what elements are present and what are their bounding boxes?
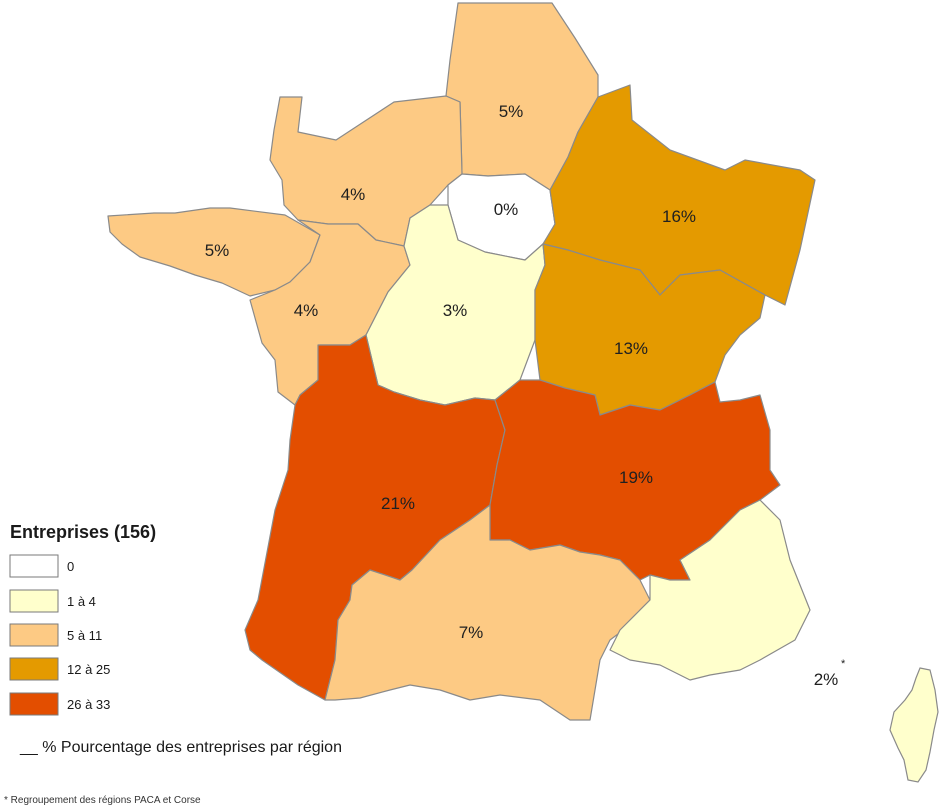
legend-label-1: 1 à 4 (67, 594, 96, 609)
legend-label-0: 0 (67, 559, 74, 574)
label-nouvelle-aquitaine: 21% (381, 494, 415, 513)
legend-title: Entreprises (156) (10, 522, 156, 542)
legend-swatch-2 (9, 623, 59, 647)
label-bourgogne-franche-comte: 13% (614, 339, 648, 358)
label-hauts-de-france: 5% (499, 102, 524, 121)
legend-swatch-4 (9, 692, 59, 716)
legend-label-2: 5 à 11 (67, 628, 102, 643)
region-occitanie[interactable] (324, 504, 651, 721)
label-occitanie: 7% (459, 623, 484, 642)
label-pays-de-la-loire: 4% (294, 301, 319, 320)
label-grand-est: 16% (662, 207, 696, 226)
label-auvergne-rhone-alpes: 19% (619, 468, 653, 487)
legend-label-4: 26 à 33 (67, 697, 110, 712)
legend-swatch-3 (9, 657, 59, 681)
label-normandie: 4% (341, 185, 366, 204)
corsica-island (889, 667, 939, 783)
label-paca-corse-asterisk: * (841, 658, 846, 670)
legend-label-3: 12 à 25 (67, 662, 110, 677)
legend-swatch-0 (9, 554, 59, 578)
region-paca-corse[interactable] (609, 499, 811, 681)
label-ile-de-france: 0% (494, 200, 519, 219)
region-labels: 5% 4% 0% 16% 5% 4% 3% 13% 21% 19% 7% 2% … (205, 102, 846, 689)
label-centre-val-de-loire: 3% (443, 301, 468, 320)
legend-swatch-1 (9, 589, 59, 613)
footnote: * Regroupement des régions PACA et Corse (4, 795, 201, 806)
regions-layer (107, 2, 816, 721)
label-bretagne: 5% (205, 241, 230, 260)
legend: Entreprises (156) 0 1 à 4 5 à 11 12 à 25… (9, 522, 342, 756)
legend-note: __ % Pourcentage des entreprises par rég… (19, 739, 342, 756)
label-paca-corse: 2% (814, 670, 839, 689)
